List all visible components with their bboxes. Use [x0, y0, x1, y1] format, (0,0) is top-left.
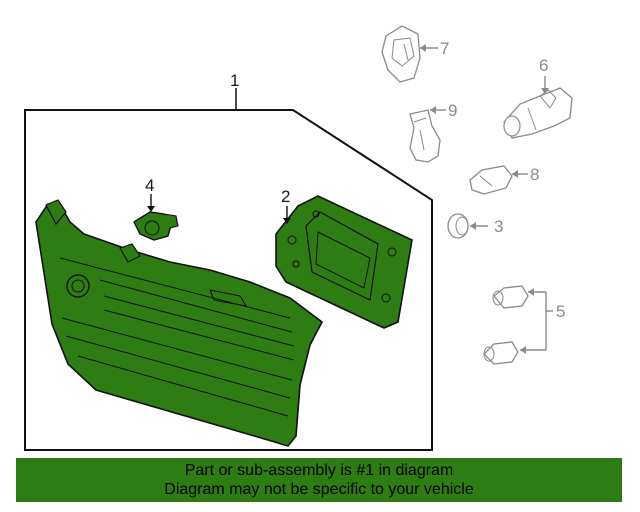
- callout-9: 9: [448, 101, 457, 120]
- callout-7: 7: [440, 39, 449, 58]
- callout-6: 6: [539, 56, 548, 75]
- callout-2: 2: [281, 187, 290, 206]
- garnish-lamp-housing[interactable]: [35, 199, 324, 447]
- lamp-base-part-2[interactable]: [275, 195, 413, 329]
- banner-line-2: Diagram may not be specific to your vehi…: [164, 481, 474, 498]
- socket-part-7[interactable]: [381, 25, 421, 83]
- bulb-part-8[interactable]: [469, 165, 513, 195]
- socket-part-6[interactable]: [503, 87, 573, 139]
- bulb-part-5-upper[interactable]: [492, 285, 529, 309]
- grommet-part-3[interactable]: [447, 213, 469, 239]
- callout-5-bracket: [520, 288, 553, 354]
- bulb-part-5-lower[interactable]: [483, 341, 519, 365]
- callout-5: 5: [556, 302, 565, 321]
- banner-line-1: Part or sub-assembly is #1 in diagram: [184, 462, 454, 479]
- bulb-socket-part-4[interactable]: [133, 211, 179, 241]
- bulb-part-9[interactable]: [409, 109, 441, 163]
- callout-1: 1: [230, 71, 239, 90]
- diagram-notice-banner: Part or sub-assembly is #1 in diagram Di…: [16, 458, 622, 502]
- callout-3: 3: [494, 217, 503, 236]
- callout-8: 8: [530, 165, 539, 184]
- callout-4: 4: [145, 176, 154, 195]
- assembly-boundary: [24, 109, 433, 451]
